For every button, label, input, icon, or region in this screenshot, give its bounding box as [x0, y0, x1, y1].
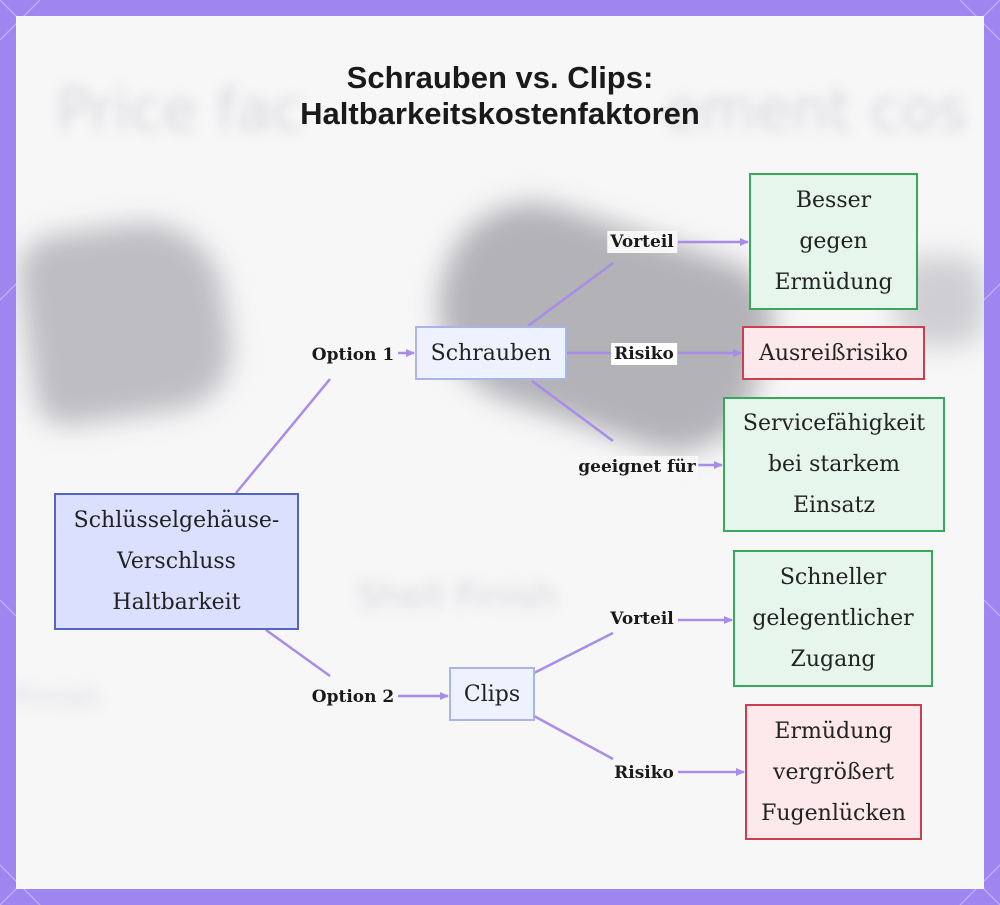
node-line: Einsatz	[743, 485, 925, 526]
edge-label-clips-risk: Risiko	[611, 762, 677, 784]
edge-screws-suited	[532, 381, 613, 441]
node-line: Fugenlücken	[761, 793, 906, 834]
node-screws-suited: Servicefähigkeit bei starkem Einsatz	[723, 397, 945, 532]
node-screws-label: Schrauben	[431, 333, 552, 374]
node-root: Schlüsselgehäuse- Verschluss Haltbarkeit	[54, 493, 299, 630]
edge-root-clips	[266, 630, 330, 676]
edge-label-screws-suited: geeignet für	[575, 456, 698, 478]
node-line: bei starkem	[743, 444, 925, 485]
node-line: Ermüdung	[761, 711, 906, 752]
node-screws: Schrauben	[415, 326, 567, 380]
node-line: gelegentlicher	[752, 598, 913, 639]
node-line: Ausreißrisiko	[759, 333, 908, 374]
node-root-line: Schlüsselgehäuse-	[74, 500, 280, 541]
edge-label-option2: Option 2	[309, 686, 397, 708]
edge-label-screws-advantage: Vorteil	[607, 231, 677, 253]
node-line: vergrößert	[761, 752, 906, 793]
edge-label-clips-advantage: Vorteil	[607, 608, 677, 630]
node-clips-label: Clips	[464, 674, 520, 715]
node-root-line: Verschluss	[74, 541, 280, 582]
node-clips: Clips	[449, 667, 535, 721]
node-line: Servicefähigkeit	[743, 403, 925, 444]
node-screws-advantage: Besser gegen Ermüdung	[749, 173, 918, 310]
node-clips-risk: Ermüdung vergrößert Fugenlücken	[745, 704, 922, 840]
edge-root-screws	[236, 379, 330, 493]
node-line: Besser	[774, 180, 892, 221]
node-clips-advantage: Schneller gelegentlicher Zugang	[733, 550, 933, 687]
node-line: Zugang	[752, 639, 913, 680]
node-line: gegen	[774, 221, 892, 262]
node-root-line: Haltbarkeit	[74, 582, 280, 623]
node-line: Ermüdung	[774, 262, 892, 303]
edge-label-screws-risk: Risiko	[611, 343, 677, 365]
node-line: Schneller	[752, 557, 913, 598]
edge-clips-risk	[534, 716, 613, 759]
edge-clips-advantage	[534, 633, 613, 673]
edge-label-option1: Option 1	[309, 344, 397, 366]
edge-screws-advantage	[528, 263, 613, 326]
node-screws-risk: Ausreißrisiko	[742, 326, 925, 380]
